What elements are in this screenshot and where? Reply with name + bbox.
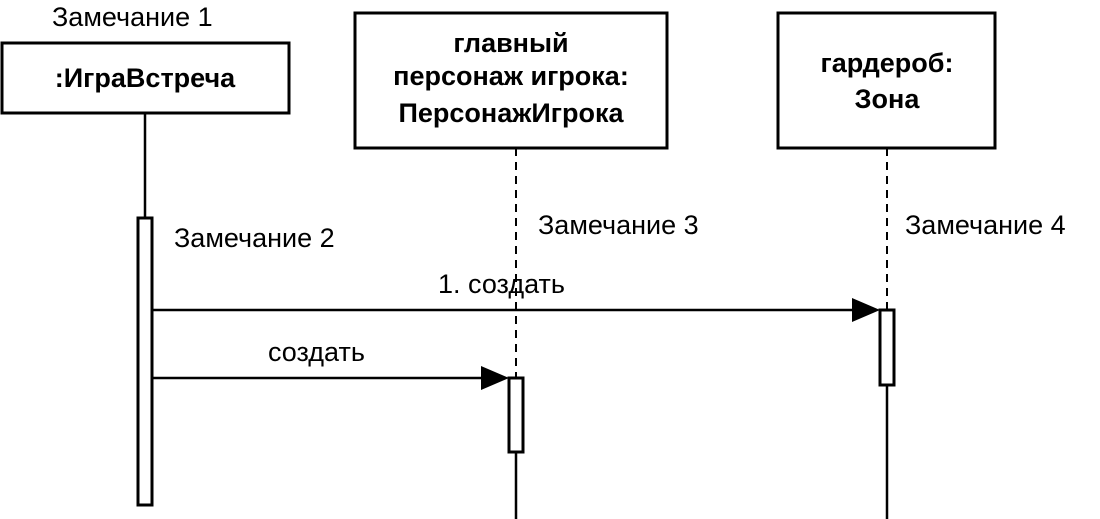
lifeline-label-garderob-line-1: гардероб: — [821, 48, 954, 78]
lifeline-label-line-2: персонаж игрока: — [393, 61, 629, 91]
note-4: Замечание 4 — [905, 210, 1066, 240]
note-3: Замечание 3 — [538, 210, 699, 240]
note-2: Замечание 2 — [174, 223, 335, 253]
activation-bar-garderob — [878, 308, 896, 387]
message-2-label: создать — [268, 337, 365, 367]
activation-bar-igravstrecha — [136, 216, 154, 507]
lifeline-label-line-3: ПерсонажИгрока — [398, 98, 624, 128]
note-1: Замечание 1 — [52, 2, 213, 32]
lifeline-box-garderob — [776, 11, 997, 150]
message-1-arrowhead — [852, 298, 880, 322]
lifeline-box-igravstrecha — [0, 41, 291, 115]
message-2-arrowhead — [481, 366, 509, 390]
lifeline-label-garderob-line-2: Зона — [855, 84, 921, 114]
lifeline-label-line-1: главный — [453, 28, 568, 58]
lifeline-box-glavny-personazh — [353, 11, 669, 150]
lifeline-label-igravstrecha: :ИграВстреча — [55, 63, 236, 93]
message-1-label: 1. создать — [438, 269, 565, 299]
activation-bar-glavny-personazh — [507, 376, 525, 454]
